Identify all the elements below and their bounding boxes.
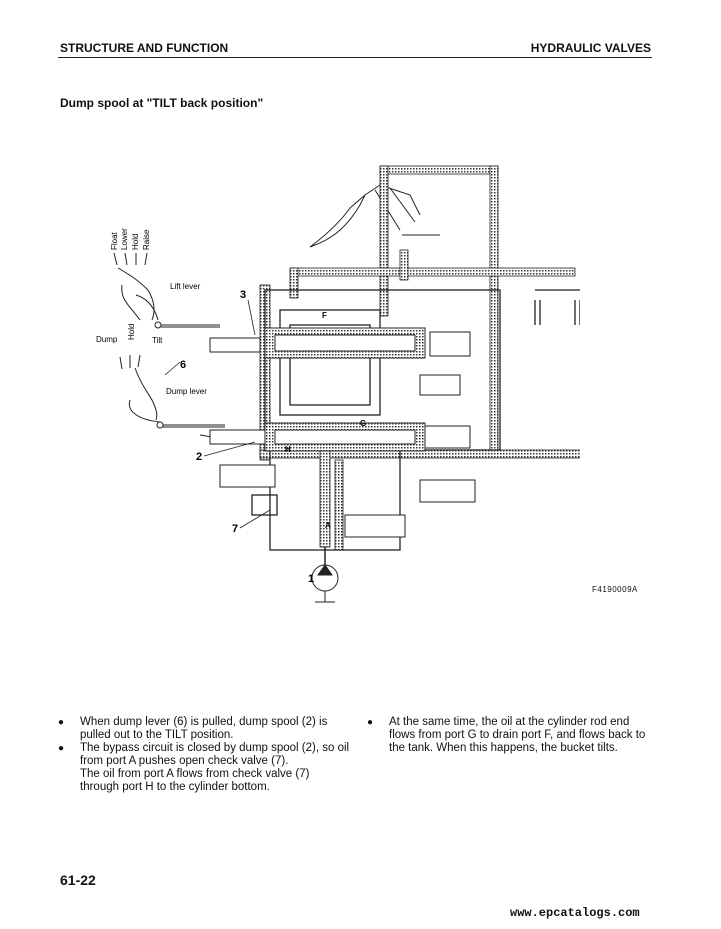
label-raise: Raise xyxy=(142,229,151,250)
page-number: 61-22 xyxy=(60,872,96,888)
lift-spool xyxy=(209,327,471,359)
label-float: Float xyxy=(110,231,119,250)
header-rule xyxy=(58,57,652,58)
header-right: HYDRAULIC VALVES xyxy=(530,41,651,55)
callout-1: 1 xyxy=(308,573,314,585)
right-column: At the same time, the oil at the cylinde… xyxy=(367,716,657,755)
lift-lever-detents xyxy=(113,252,220,329)
hold-label-dump: Hold xyxy=(127,324,136,340)
callout-7: 7 xyxy=(232,523,238,535)
port-a: A xyxy=(325,521,331,530)
port-h: H xyxy=(285,445,291,454)
relief-valves xyxy=(219,374,476,538)
bucket-linkage xyxy=(309,184,440,248)
section-title: Dump spool at "TILT back position" xyxy=(60,96,264,110)
left-bullet-2: The bypass circuit is closed by dump spo… xyxy=(58,742,350,768)
label-lower: Lower xyxy=(120,228,129,250)
figure-code: F4190009A xyxy=(592,585,638,594)
watermark: www.epcatalogs.com xyxy=(510,906,640,920)
dump-lever-label: Dump lever xyxy=(166,387,207,396)
port-labels: F G H A xyxy=(285,311,366,530)
callout-2: 2 xyxy=(196,451,202,463)
callout-leaders xyxy=(164,299,271,529)
left-subtext: The oil from port A flows from check val… xyxy=(80,768,310,793)
pump xyxy=(311,547,339,603)
lever-position-labels: Float Lower Hold Raise xyxy=(110,228,151,250)
callout-3: 3 xyxy=(240,289,246,301)
hydraulic-diagram: Float Lower Hold Raise Lift lever Dump H… xyxy=(96,165,580,603)
dump-label: Dump xyxy=(96,335,118,344)
tilt-label: Tilt xyxy=(152,336,163,345)
dump-spool xyxy=(209,422,471,452)
left-column: When dump lever (6) is pulled, dump spoo… xyxy=(58,716,350,794)
port-f: F xyxy=(322,311,327,320)
callout-numbers: 3 6 2 7 1 xyxy=(180,289,314,585)
right-bullet-1: At the same time, the oil at the cylinde… xyxy=(367,716,657,755)
left-bullet-1: When dump lever (6) is pulled, dump spoo… xyxy=(58,716,350,742)
callout-6: 6 xyxy=(180,359,186,371)
dump-lever-drawing xyxy=(119,354,231,441)
lift-lever-label: Lift lever xyxy=(170,282,201,291)
header-left: STRUCTURE AND FUNCTION xyxy=(60,41,229,55)
label-hold-lift: Hold xyxy=(131,234,140,250)
port-g: G xyxy=(360,419,366,428)
